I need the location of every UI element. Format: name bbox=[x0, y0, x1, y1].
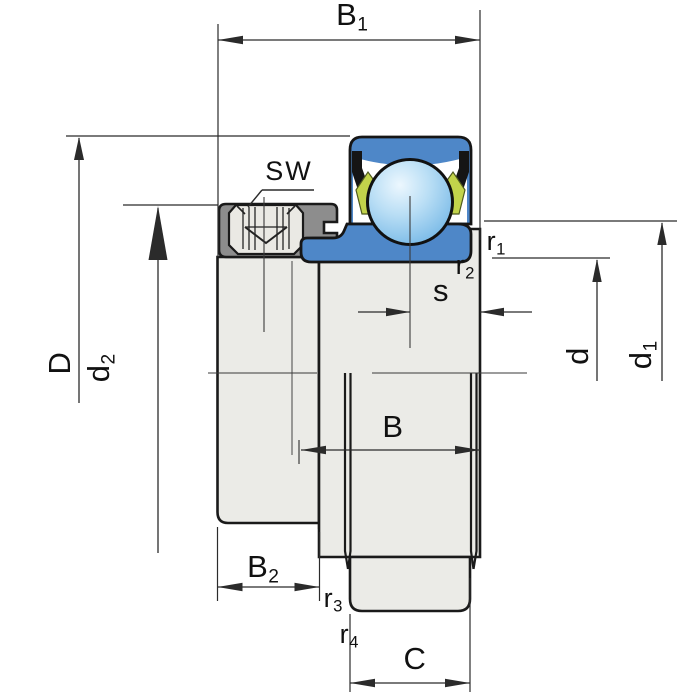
set-screw-recess bbox=[227, 203, 305, 256]
dimension-lines bbox=[66, 10, 677, 692]
label-r4: r4 bbox=[339, 618, 359, 652]
set-screw-thread-lines bbox=[242, 207, 290, 250]
label-r2: r2 bbox=[455, 249, 475, 283]
set-screw-socket-cone bbox=[236, 205, 296, 245]
label-s: s bbox=[433, 273, 449, 309]
slinger-left-edges bbox=[343, 373, 352, 570]
label-r3: r3 bbox=[323, 582, 343, 616]
label-C: C bbox=[403, 641, 427, 677]
shaft-bottom-section bbox=[348, 555, 472, 613]
slinger-right-edges bbox=[469, 373, 478, 570]
label-D: D bbox=[42, 351, 78, 375]
label-d: d bbox=[560, 347, 596, 365]
label-d2: d2 bbox=[81, 353, 120, 383]
inner-ring-left-block bbox=[216, 255, 321, 525]
label-B2: B2 bbox=[247, 549, 279, 588]
label-B1: B1 bbox=[336, 0, 368, 36]
label-SW: SW bbox=[265, 155, 313, 186]
label-r1: r1 bbox=[486, 225, 506, 259]
label-B: B bbox=[382, 409, 404, 445]
label-d1: d1 bbox=[623, 340, 662, 370]
